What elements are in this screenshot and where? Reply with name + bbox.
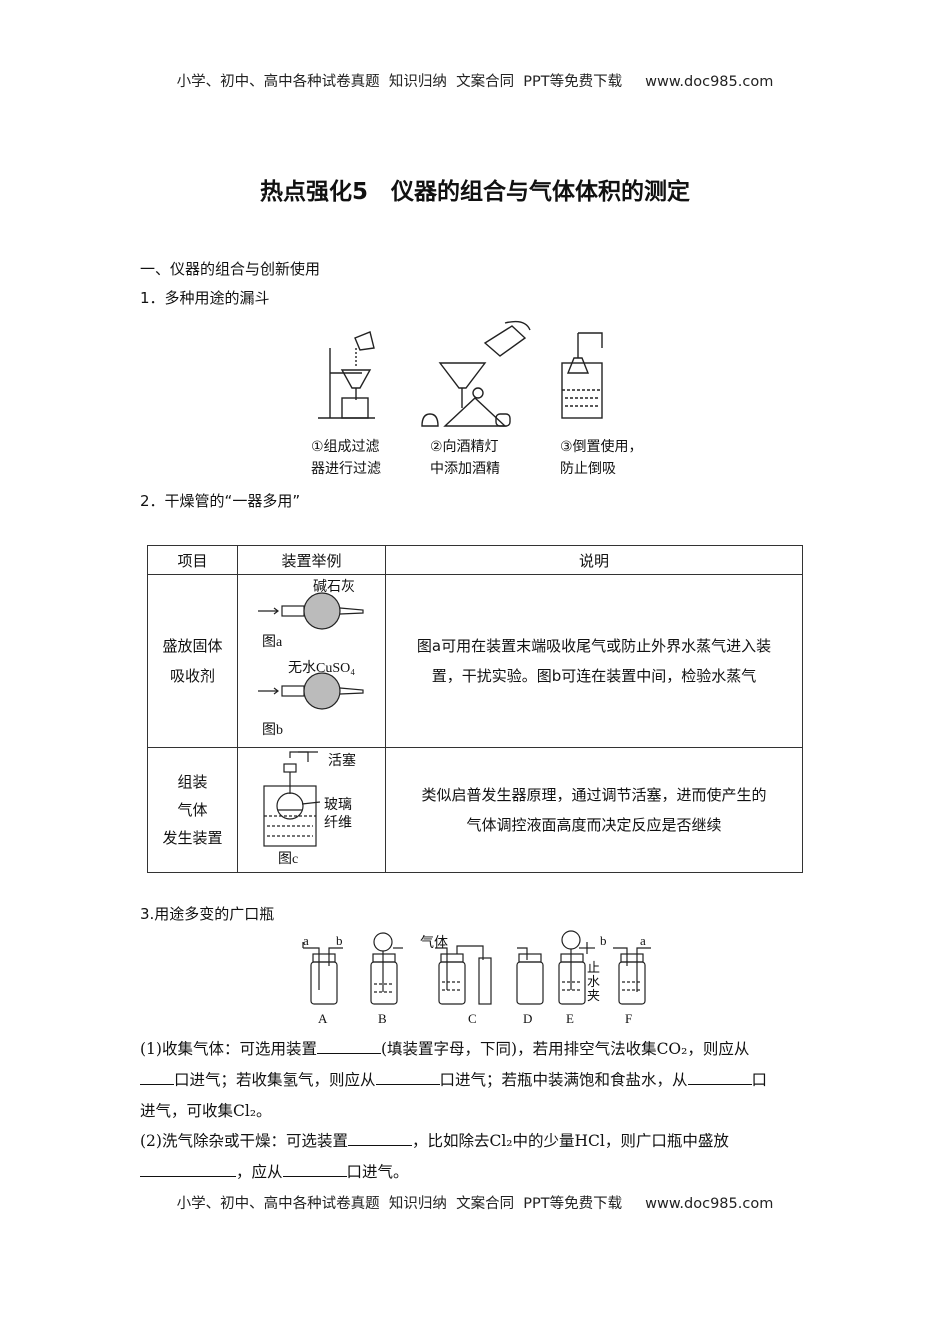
fig-label-b: 图b xyxy=(262,723,283,738)
table-row: 盛放固体 吸收剂 碱石灰 图a 无水CuSO₄ xyxy=(147,574,803,748)
funnel-figures xyxy=(318,320,603,427)
fig-label-fiber: 纤维 xyxy=(324,816,352,831)
fig-label-a: 图a xyxy=(262,635,283,650)
row2-description: 类似启普发生器原理，通过调节活塞，进而使产生的 气体调控液面高度而决定反应是否继… xyxy=(385,747,803,873)
fig-label-soda-lime: 碱石灰 xyxy=(313,580,355,595)
row1-description: 图a可用在装置末端吸收尾气或防止外界水蒸气进入装 置，干扰实验。图b可连在装置中… xyxy=(385,574,803,748)
answer-blank[interactable] xyxy=(347,1127,412,1146)
bottle-letter-e: E xyxy=(566,1011,574,1026)
page-header: 小学、初中、高中各种试卷真题 知识归纳 文案合同 PPT等免费下载 www.do… xyxy=(176,74,774,90)
item-heading-wide-bottle: 3.用途多变的广口瓶 xyxy=(140,905,275,923)
drying-tube-ab-figure xyxy=(258,592,364,710)
bottle-letter-b: B xyxy=(378,1011,387,1026)
inverted-funnel-figure xyxy=(561,332,603,419)
header-description: 说明 xyxy=(385,545,803,575)
bottle-letter-f: F xyxy=(625,1011,633,1026)
filtration-setup-figure xyxy=(318,331,375,419)
question-1: (1)收集气体：可选用装置(填装置字母，下同)，若用排空气法收集CO₂，则应从 … xyxy=(140,1034,812,1127)
question-2: (2)洗气除杂或干燥：可选装置，比如除去Cl₂中的少量HCl，则广口瓶中盛放 ，… xyxy=(140,1126,812,1188)
fig-label-cuso4: 无水CuSO₄ xyxy=(288,661,356,676)
answer-blank[interactable] xyxy=(140,1066,174,1085)
section-heading-1: 一、仪器的组合与创新使用 xyxy=(140,260,321,278)
row2-figure-cell: 活塞 玻璃 纤维 图c xyxy=(237,747,386,873)
answer-blank[interactable] xyxy=(140,1158,236,1177)
answer-blank[interactable] xyxy=(282,1158,347,1177)
alcohol-lamp-figure xyxy=(421,320,531,427)
header-item: 项目 xyxy=(147,545,238,575)
row1-figure-cell: 碱石灰 图a 无水CuSO₄ 图b xyxy=(237,574,386,748)
bottle-letter-a: A xyxy=(318,1011,328,1026)
fig-label-c: 图c xyxy=(278,852,299,867)
caption-add-alcohol: ②向酒精灯 中添加酒精 xyxy=(430,439,500,477)
table-row: 组装 气体 发生装置 活塞 xyxy=(147,747,803,873)
page-title: 热点强化5 仪器的组合与气体体积的测定 xyxy=(259,179,690,205)
drying-tube-table: 项目 装置举例 说明 盛放固体 吸收剂 xyxy=(147,545,803,873)
answer-blank[interactable] xyxy=(375,1066,440,1085)
bottle-label-a-left: a xyxy=(303,933,309,948)
answer-blank[interactable] xyxy=(687,1066,752,1085)
gas-generator-figure xyxy=(263,751,321,847)
bottle-letter-d: D xyxy=(523,1011,533,1026)
header-device: 装置举例 xyxy=(237,545,386,575)
bottle-label-b-right: b xyxy=(600,933,607,948)
bottle-label-b-left: b xyxy=(336,933,343,948)
caption-filtration: ①组成过滤 器进行过滤 xyxy=(311,439,381,477)
bottle-letter-c: C xyxy=(468,1011,477,1026)
fig-label-glass: 玻璃 xyxy=(324,798,352,813)
page-footer: 小学、初中、高中各种试卷真题 知识归纳 文案合同 PPT等免费下载 www.do… xyxy=(176,1196,774,1212)
caption-inverted-funnel: ③倒置使用， 防止倒吸 xyxy=(560,439,643,477)
table-header-row: 项目 装置举例 说明 xyxy=(147,545,803,575)
bottle-label-gas: 气体 xyxy=(420,935,448,951)
fig-label-stopcock: 活塞 xyxy=(328,754,356,769)
wide-mouth-bottles-figure xyxy=(302,930,651,1005)
item-heading-drying-tube: 2．干燥管的“一器多用” xyxy=(140,492,301,510)
answer-blank[interactable] xyxy=(316,1035,381,1054)
bottle-label-a-right: a xyxy=(640,933,646,948)
row1-item: 盛放固体 吸收剂 xyxy=(147,574,238,748)
item-heading-funnel: 1．多种用途的漏斗 xyxy=(140,289,270,307)
row2-item: 组装 气体 发生装置 xyxy=(147,747,238,873)
bottle-label-clamp: 止 水 夹 xyxy=(587,961,601,1004)
